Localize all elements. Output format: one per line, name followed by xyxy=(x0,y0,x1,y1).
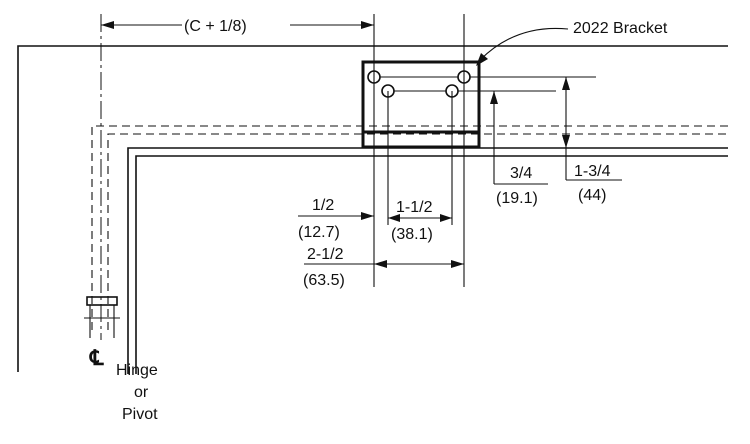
arrowhead xyxy=(388,214,400,222)
frame-outline xyxy=(17,45,728,372)
dim-1-1-2-mm: (38.1) xyxy=(391,226,433,243)
arrowhead xyxy=(562,77,570,90)
dim-2-1-2-inch: 2-1/2 xyxy=(307,246,344,263)
hinge-label-line1: Hinge xyxy=(116,362,158,379)
hinge-label-line2: or xyxy=(134,384,149,401)
bracket-2022 xyxy=(361,60,481,149)
arrowhead xyxy=(101,21,114,29)
arrowhead xyxy=(451,260,464,268)
dim-1-2-mm: (12.7) xyxy=(298,224,340,241)
dim-2-1-2-mm: (63.5) xyxy=(303,272,345,289)
dim-3-4-mm: (19.1) xyxy=(496,190,538,207)
dim-1-3-4-mm: (44) xyxy=(578,187,606,204)
arrowhead xyxy=(476,53,488,66)
dim-1-2-inch: 1/2 xyxy=(312,197,334,214)
arrowhead xyxy=(562,135,570,148)
hinge-label-line3: Pivot xyxy=(122,406,158,423)
dim-3-4-inch: 3/4 xyxy=(510,165,532,182)
arrowhead xyxy=(440,214,452,222)
c-dimension-label: (C + 1/8) xyxy=(184,18,247,35)
dim-1-3-4-inch: 1-3/4 xyxy=(574,163,611,180)
door-outer-edge xyxy=(127,147,728,374)
bracket-leader xyxy=(479,27,569,61)
centerline-symbol: ℄ xyxy=(89,347,104,370)
arrowhead xyxy=(361,212,374,220)
hidden-line-outer xyxy=(91,125,728,330)
arrowhead xyxy=(374,260,387,268)
hidden-line-inner xyxy=(107,133,728,330)
arrowhead xyxy=(361,21,374,29)
arrowhead xyxy=(490,91,498,104)
pivot-symbol xyxy=(86,296,118,306)
dim-1-1-2-inch: 1-1/2 xyxy=(396,199,433,216)
bracket-label: 2022 Bracket xyxy=(573,20,668,37)
door-inner-edge xyxy=(135,155,728,374)
